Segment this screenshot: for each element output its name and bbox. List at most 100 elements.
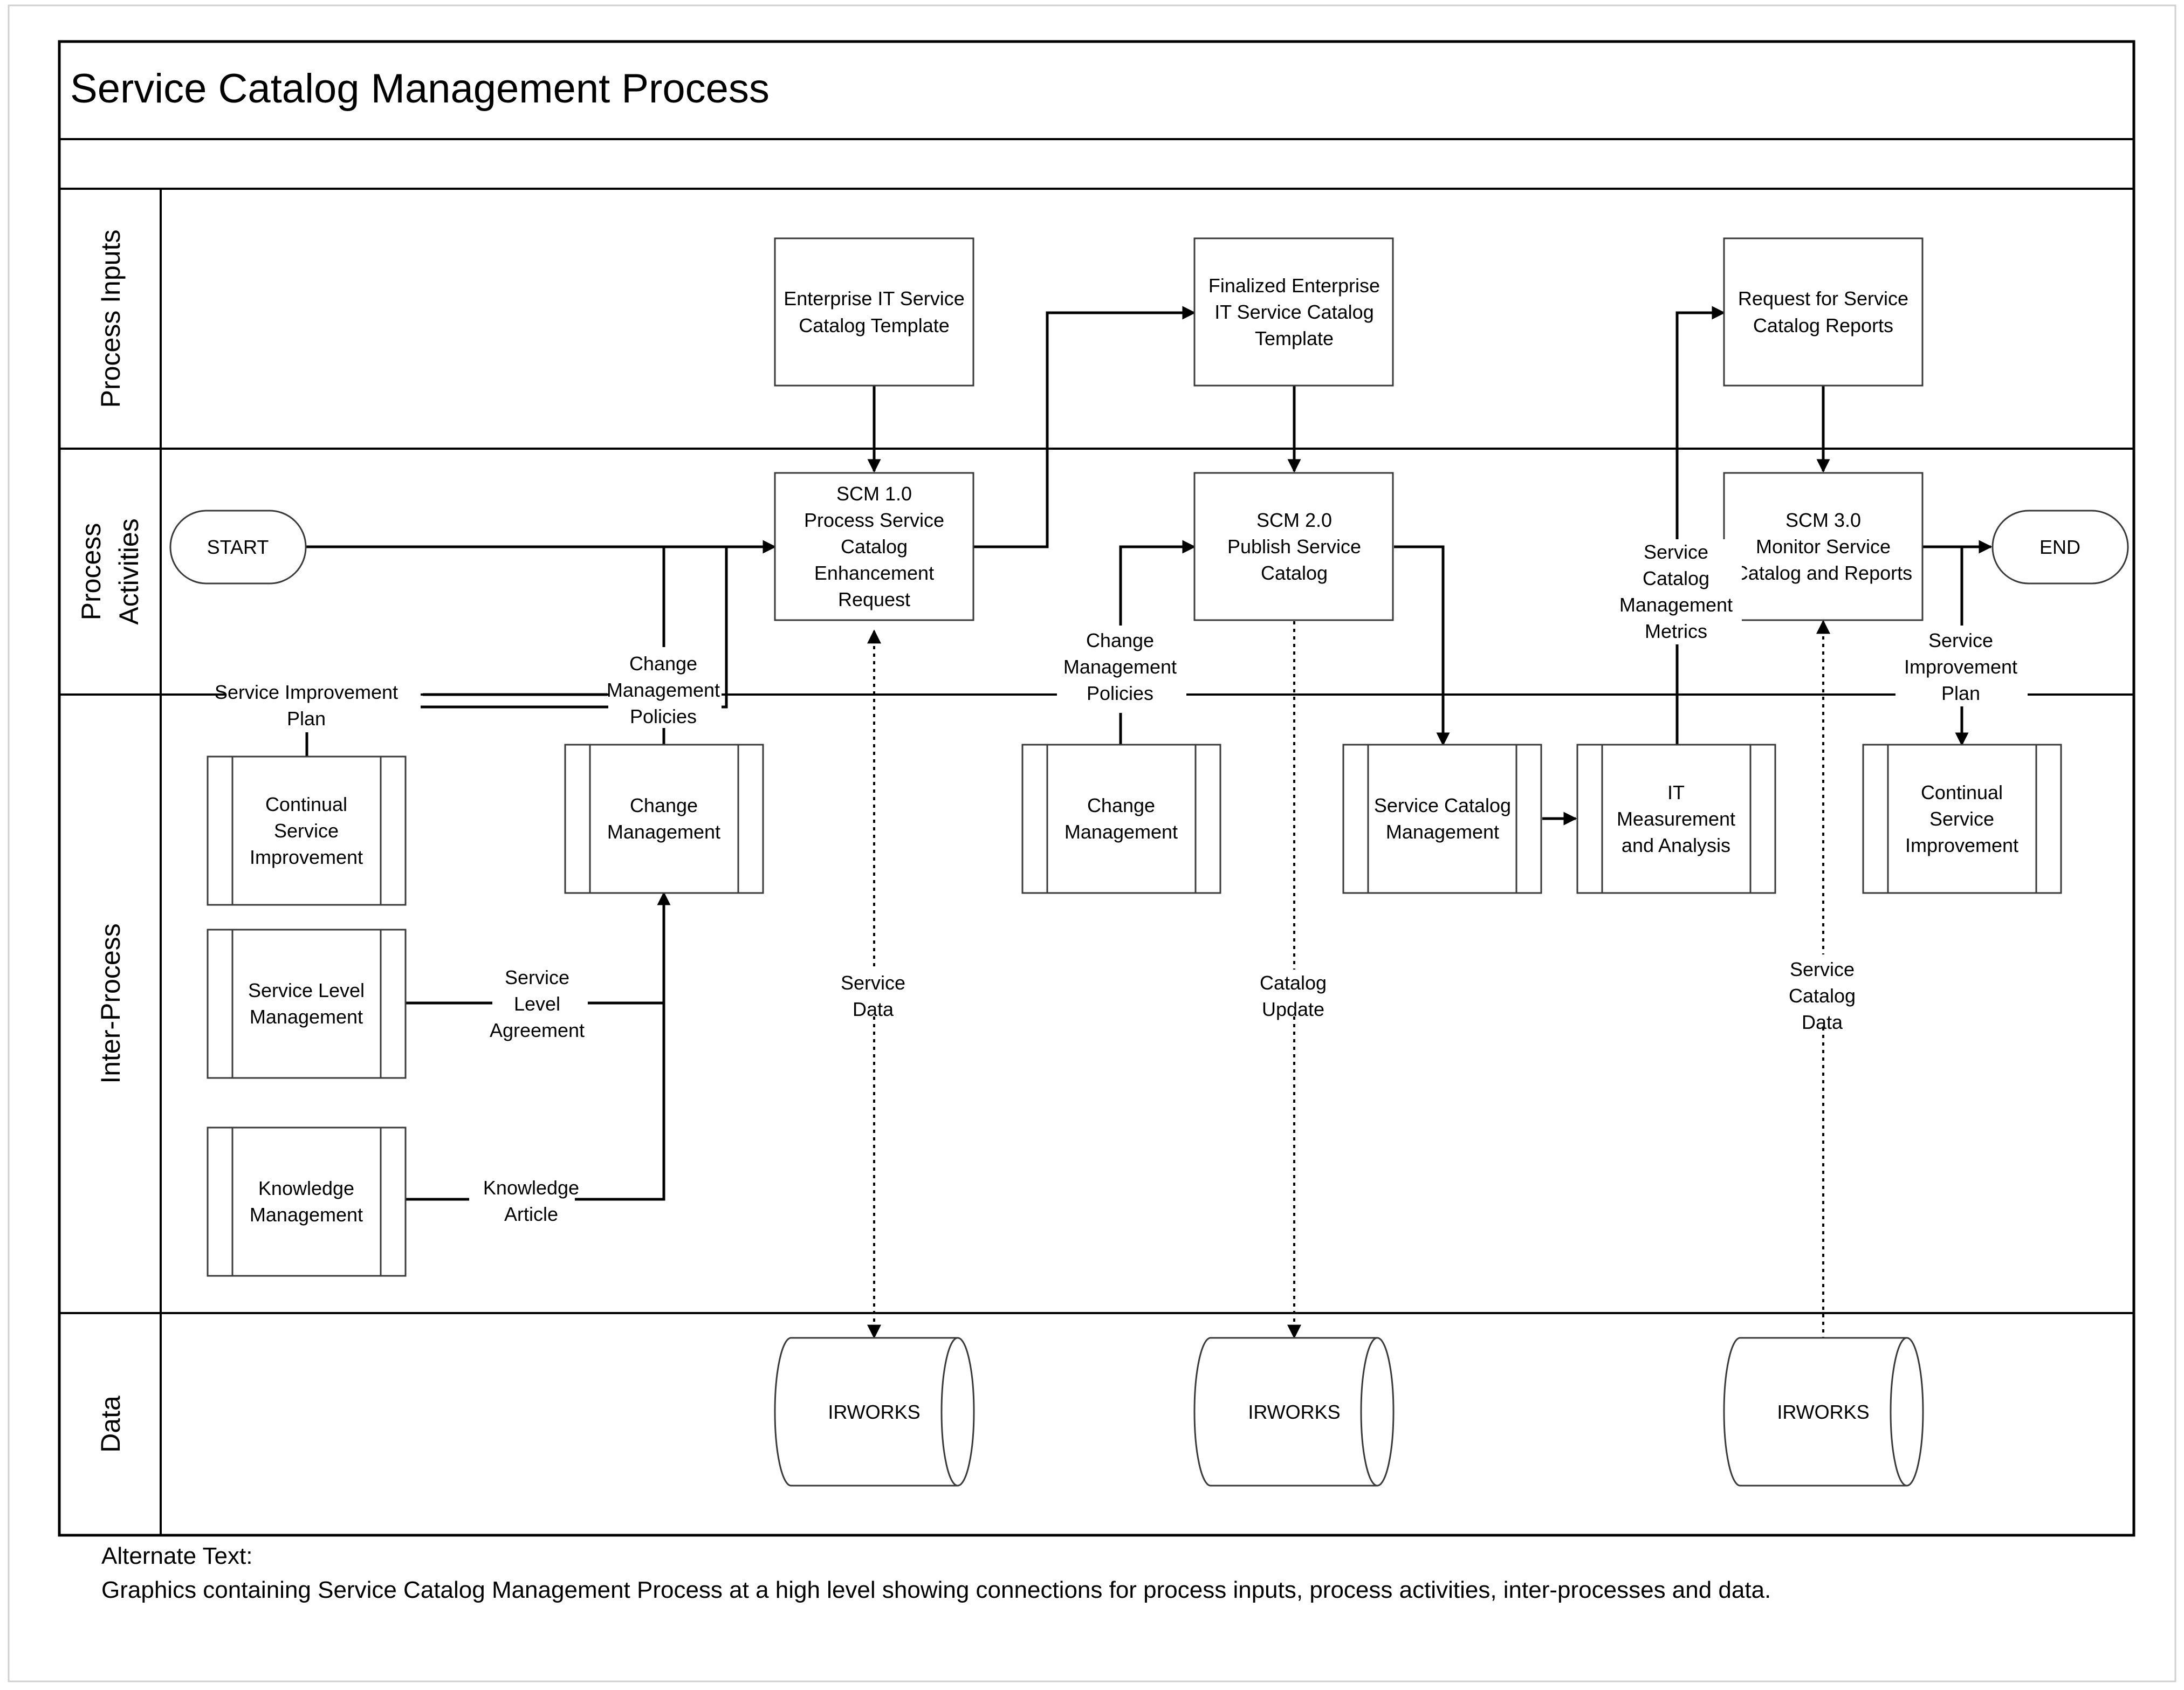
start-terminal[interactable]: START — [169, 510, 307, 585]
input-label-line: Catalog Template — [799, 314, 950, 336]
svg-text:Knowledge: Knowledge — [483, 1177, 579, 1199]
inter-process-continual-service-improvement-2[interactable]: Continual Service Improvement — [1862, 744, 2062, 894]
input-label-line: Template — [1255, 327, 1334, 349]
lane-label-process-activities-2: Activities — [114, 518, 144, 624]
inter-label-line: Knowledge — [258, 1177, 354, 1199]
lane-label-process-activities-1: Process — [76, 523, 106, 621]
svg-text:Catalog: Catalog — [1260, 972, 1327, 994]
inter-process-change-management-2[interactable]: Change Management — [1021, 744, 1221, 894]
label-service-improvement-plan-1: Service Improvement Plan — [215, 678, 421, 732]
alt-text-body: Graphics containing Service Catalog Mana… — [101, 1577, 1771, 1603]
inter-label-line: Service Level — [248, 979, 365, 1001]
svg-text:Policies: Policies — [1087, 682, 1153, 704]
data-store-irworks-2[interactable]: IRWORKS — [1193, 1337, 1395, 1487]
activity-label-line: SCM 2.0 — [1256, 509, 1332, 531]
activity-label-line: Catalog and Reports — [1734, 562, 1912, 584]
input-label-line: Finalized Enterprise — [1208, 274, 1380, 297]
svg-text:Change: Change — [629, 652, 697, 675]
svg-text:Level: Level — [514, 993, 560, 1015]
inter-label-line: Improvement — [1905, 834, 2018, 856]
svg-text:Catalog: Catalog — [1789, 985, 1856, 1007]
inter-label-line: and Analysis — [1622, 834, 1730, 856]
start-label: START — [207, 536, 269, 558]
inter-label-line: Change — [630, 794, 698, 816]
label-catalog-update: Catalog Update — [1260, 972, 1327, 1020]
lane-label-process-inputs: Process Inputs — [95, 230, 126, 408]
data-store-label: IRWORKS — [1777, 1401, 1869, 1423]
lane-label-inter-process: Inter-Process — [95, 923, 126, 1083]
inter-label-line: Service — [274, 820, 339, 842]
activity-label-line: Publish Service — [1227, 535, 1361, 558]
label-service-improvement-plan-2: Service Improvement Plan — [1895, 626, 2028, 706]
inter-process-it-measurement-and-analysis[interactable]: IT Measurement and Analysis — [1576, 744, 1776, 894]
inter-process-change-management-1[interactable]: Change Management — [564, 744, 764, 894]
inter-label-line: IT — [1667, 781, 1685, 803]
label-service-catalog-management-metrics: Service Catalog Management Metrics — [1612, 539, 1742, 644]
end-label: END — [2039, 536, 2080, 558]
data-store-irworks-1[interactable]: IRWORKS — [774, 1337, 975, 1487]
label-service-catalog-data: Service Catalog Data — [1789, 958, 1856, 1033]
inter-label-line: Service — [1929, 808, 1994, 830]
svg-text:Article: Article — [504, 1203, 558, 1225]
activity-scm-2-0[interactable]: SCM 2.0 Publish Service Catalog — [1193, 472, 1394, 621]
diagram-title: Service Catalog Management Process — [70, 66, 770, 112]
svg-text:Catalog: Catalog — [1643, 567, 1709, 589]
input-label-line: Request for Service — [1738, 287, 1908, 310]
activity-label-line: SCM 1.0 — [836, 483, 912, 505]
inter-label-line: Measurement — [1617, 808, 1735, 830]
label-change-management-policies-2: Change Management Policies — [1057, 626, 1186, 706]
svg-text:Management: Management — [607, 679, 720, 701]
activity-scm-3-0[interactable]: SCM 3.0 Monitor Service Catalog and Repo… — [1723, 472, 1924, 621]
activity-label-line: Process Service — [804, 509, 944, 531]
inter-process-service-level-management[interactable]: Service Level Management — [207, 929, 407, 1079]
inter-label-line: Management — [1386, 821, 1499, 843]
input-finalized-enterprise-it-service-catalog-template[interactable]: Finalized Enterprise IT Service Catalog … — [1193, 237, 1394, 387]
inter-label-line: Management — [250, 1204, 363, 1226]
end-terminal[interactable]: END — [1991, 510, 2129, 585]
svg-text:Policies: Policies — [630, 705, 697, 727]
activity-label-line: Catalog — [841, 535, 908, 558]
label-service-level-agreement: Service Level Agreement — [490, 966, 585, 1041]
data-store-label: IRWORKS — [828, 1401, 920, 1423]
svg-text:Update: Update — [1262, 998, 1324, 1020]
activity-label-line: SCM 3.0 — [1785, 509, 1861, 531]
svg-text:Plan: Plan — [1941, 682, 1980, 704]
svg-text:Service: Service — [505, 966, 569, 988]
svg-text:Management: Management — [1619, 594, 1733, 616]
svg-text:Metrics: Metrics — [1645, 620, 1707, 642]
svg-text:Plan: Plan — [287, 707, 326, 730]
activity-label-line: Request — [838, 588, 910, 610]
inter-process-service-catalog-management[interactable]: Service Catalog Management — [1342, 744, 1542, 894]
svg-text:Improvement: Improvement — [1904, 656, 2017, 678]
input-label-line: Catalog Reports — [1753, 314, 1893, 336]
inter-label-line: Service Catalog — [1374, 794, 1511, 816]
inter-label-line: Continual — [265, 793, 347, 815]
inter-label-line: Management — [1064, 821, 1178, 843]
inter-label-line: Continual — [1921, 781, 2003, 803]
inter-process-knowledge-management[interactable]: Knowledge Management — [207, 1126, 407, 1277]
activity-scm-1-0[interactable]: SCM 1.0 Process Service Catalog Enhancem… — [774, 472, 974, 621]
input-enterprise-it-service-catalog-template[interactable]: Enterprise IT Service Catalog Template — [774, 237, 974, 387]
svg-text:Data: Data — [1802, 1011, 1843, 1033]
svg-text:Service: Service — [1644, 541, 1708, 563]
inter-label-line: Improvement — [250, 846, 363, 868]
label-knowledge-article: Knowledge Article — [483, 1177, 579, 1225]
svg-text:Management: Management — [1063, 656, 1177, 678]
inter-label-line: Management — [607, 821, 720, 843]
svg-text:Service: Service — [841, 972, 905, 994]
inter-process-continual-service-improvement-1[interactable]: Continual Service Improvement — [207, 755, 407, 906]
svg-text:Change: Change — [1086, 629, 1154, 651]
input-label-line: Enterprise IT Service — [784, 287, 964, 310]
svg-text:Data: Data — [853, 998, 894, 1020]
svg-text:Service: Service — [1790, 958, 1855, 980]
input-request-for-service-catalog-reports[interactable]: Request for Service Catalog Reports — [1723, 237, 1924, 387]
activity-label-line: Monitor Service — [1756, 535, 1891, 558]
inter-label-line: Management — [250, 1006, 363, 1028]
data-store-irworks-3[interactable]: IRWORKS — [1723, 1337, 1924, 1487]
input-label-line: IT Service Catalog — [1214, 301, 1373, 323]
label-change-management-policies-1: Change Management Policies — [607, 647, 722, 728]
svg-text:Service: Service — [1928, 629, 1993, 651]
lane-label-data: Data — [95, 1396, 126, 1453]
